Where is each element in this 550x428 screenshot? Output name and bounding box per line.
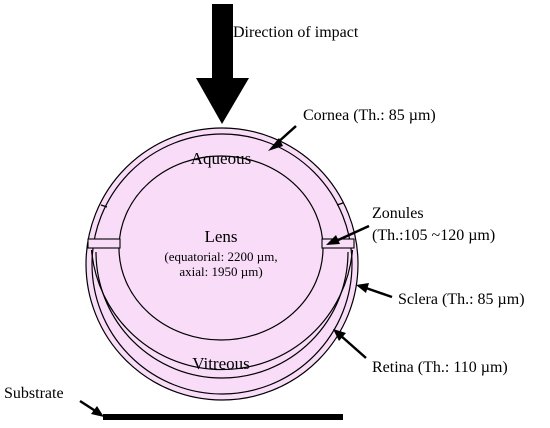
sclera-label: Sclera (Th.: 85 µm) bbox=[398, 291, 525, 308]
zonules-label-line2: (Th.:105 ~120 µm) bbox=[372, 227, 495, 244]
zonule-left bbox=[87, 238, 121, 249]
retina-label: Retina (Th.: 110 µm) bbox=[372, 359, 508, 376]
substrate-plate bbox=[103, 414, 343, 420]
cornea-arrow bbox=[268, 125, 297, 151]
sclera-inner-boundary bbox=[90, 249, 354, 371]
retina-arrow bbox=[333, 329, 367, 359]
zonules-arrow bbox=[326, 224, 370, 245]
lens-title: Lens bbox=[204, 227, 237, 246]
lens-dim-equatorial: (equatorial: 2200 µm, bbox=[164, 249, 277, 264]
lens-dim-axial: axial: 1950 µm) bbox=[179, 264, 262, 279]
retina-layer bbox=[95, 251, 349, 379]
aqueous-label: Aqueous bbox=[191, 149, 251, 168]
impact-arrow bbox=[196, 4, 249, 124]
vitreous-label: Vitreous bbox=[192, 354, 250, 373]
zonules-label-line1: Zonules bbox=[372, 205, 424, 222]
substrate-label: Substrate bbox=[4, 385, 64, 402]
limbus-right bbox=[336, 202, 344, 206]
lens bbox=[118, 155, 324, 341]
cornea-label: Cornea (Th.: 85 µm) bbox=[303, 107, 436, 124]
sclera-arrow bbox=[356, 283, 393, 299]
limbus-left bbox=[100, 204, 108, 208]
impact-label: Direction of impact bbox=[233, 24, 359, 41]
substrate-arrow bbox=[79, 399, 104, 417]
